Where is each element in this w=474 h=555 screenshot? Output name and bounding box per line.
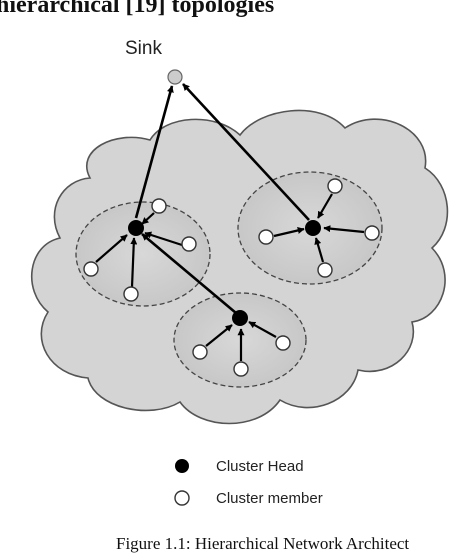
- member-node: [233, 361, 249, 377]
- member-links: [95, 193, 365, 361]
- cluster-left: [75, 201, 211, 307]
- cluster-head-right: [305, 220, 321, 236]
- member-node: [83, 261, 99, 277]
- head-to-sink-links: [134, 83, 310, 221]
- legend-cluster-member-icon: [174, 490, 190, 506]
- cluster-head-left: [128, 220, 144, 236]
- member-node: [275, 335, 291, 351]
- member-node: [181, 236, 197, 252]
- member-node: [192, 344, 208, 360]
- link-bottom-head-to-left-head: [141, 233, 237, 314]
- sink-label: Sink: [125, 38, 162, 59]
- legend: Cluster Head Cluster member: [174, 458, 323, 507]
- cluster-members: [83, 178, 380, 377]
- link-right-head-to-sink: [182, 83, 310, 221]
- member-node: [151, 198, 167, 214]
- cluster-heads: [128, 220, 321, 326]
- link-left-head-to-sink: [134, 85, 174, 219]
- member-node: [258, 229, 274, 245]
- header-text: hierarchical [19] topologies: [0, 0, 274, 18]
- legend-cluster-head-icon: [175, 459, 189, 473]
- member-node: [364, 225, 380, 241]
- legend-cluster-head-label: Cluster Head: [216, 458, 304, 475]
- legend-cluster-member-label: Cluster member: [216, 490, 323, 507]
- cluster-head-bottom: [232, 310, 248, 326]
- figure-caption: Figure 1.1: Hierarchical Network Archite…: [116, 534, 409, 553]
- member-node: [327, 178, 343, 194]
- member-node: [123, 286, 139, 302]
- member-node: [317, 262, 333, 278]
- sink-node: [167, 69, 183, 85]
